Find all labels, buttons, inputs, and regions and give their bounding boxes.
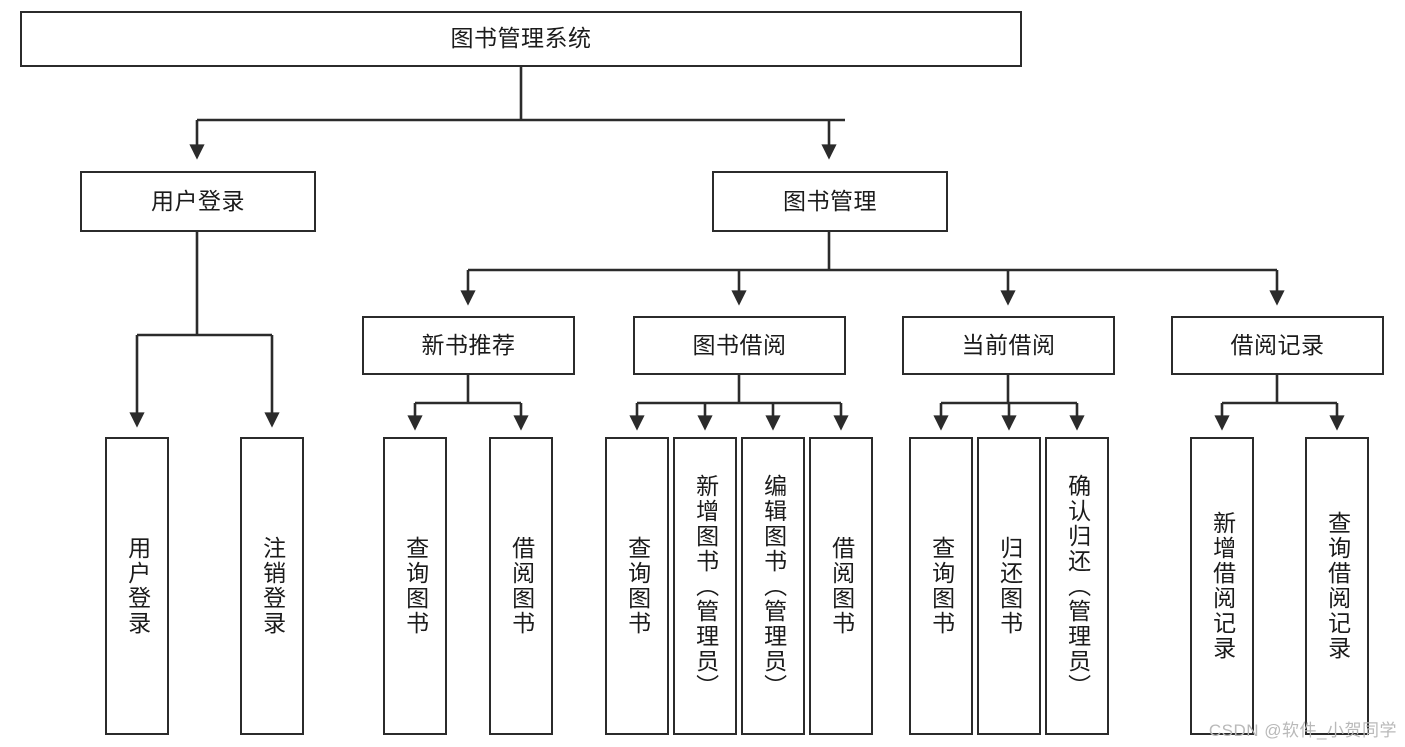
watermark-text: CSDN @软件_小贺同学 [1208,721,1397,740]
node-book-borrow[interactable]: 图书借阅 [633,316,846,375]
node-leaf-query-record-label: 查询借阅记录 [1324,511,1351,661]
node-leaf-add-book[interactable]: 新增图书（管理员） [673,437,737,735]
node-current-borrow[interactable]: 当前借阅 [902,316,1115,375]
node-leaf-edit-book-label: 编辑图书（管理员） [760,473,787,699]
node-borrow-record[interactable]: 借阅记录 [1171,316,1384,375]
node-leaf-borrow-book-1-label: 借阅图书 [508,536,535,636]
node-leaf-add-book-label: 新增图书（管理员） [692,473,719,699]
node-new-book-rec[interactable]: 新书推荐 [362,316,575,375]
node-book-manage-label: 图书管理 [783,187,877,214]
node-leaf-user-login-label: 用户登录 [124,536,151,636]
node-book-borrow-label: 图书借阅 [692,331,787,358]
node-leaf-user-login[interactable]: 用户登录 [105,437,169,735]
node-borrow-record-label: 借阅记录 [1230,331,1325,358]
node-root-label: 图书管理系统 [450,25,592,52]
node-leaf-logout-login[interactable]: 注销登录 [240,437,304,735]
node-leaf-confirm-return-label: 确认归还（管理员） [1064,473,1091,699]
node-leaf-logout-login-label: 注销登录 [259,536,286,636]
node-leaf-edit-book[interactable]: 编辑图书（管理员） [741,437,805,735]
node-leaf-query-record[interactable]: 查询借阅记录 [1305,437,1369,735]
node-leaf-query-book-2-label: 查询图书 [624,536,651,636]
node-leaf-borrow-book-1[interactable]: 借阅图书 [489,437,553,735]
node-leaf-return-book-label: 归还图书 [996,536,1023,636]
node-leaf-query-book-1-label: 查询图书 [402,536,429,636]
node-user-login-label: 用户登录 [151,187,245,214]
node-leaf-add-record[interactable]: 新增借阅记录 [1190,437,1254,735]
node-leaf-borrow-book-2-label: 借阅图书 [828,536,855,636]
node-leaf-confirm-return[interactable]: 确认归还（管理员） [1045,437,1109,735]
node-leaf-borrow-book-2[interactable]: 借阅图书 [809,437,873,735]
node-root[interactable]: 图书管理系统 [20,11,1022,67]
node-book-manage[interactable]: 图书管理 [712,171,948,232]
node-leaf-query-book-3[interactable]: 查询图书 [909,437,973,735]
node-user-login[interactable]: 用户登录 [80,171,316,232]
node-leaf-query-book-3-label: 查询图书 [928,536,955,636]
node-leaf-query-book-2[interactable]: 查询图书 [605,437,669,735]
node-new-book-rec-label: 新书推荐 [421,331,516,358]
node-leaf-add-record-label: 新增借阅记录 [1209,511,1236,661]
node-leaf-return-book[interactable]: 归还图书 [977,437,1041,735]
node-current-borrow-label: 当前借阅 [961,331,1056,358]
node-leaf-query-book-1[interactable]: 查询图书 [383,437,447,735]
